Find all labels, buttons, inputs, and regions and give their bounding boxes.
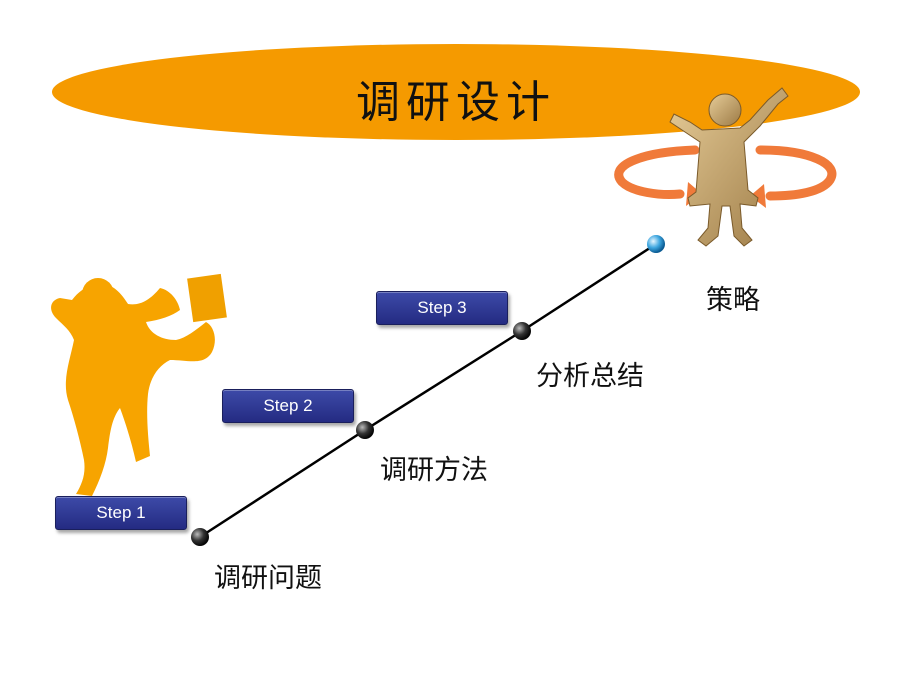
- page-title: 调研设计: [356, 77, 556, 128]
- step-1-button[interactable]: Step 1: [55, 496, 187, 530]
- node-1: [191, 528, 209, 546]
- title-banner: 调研设计: [52, 44, 860, 140]
- stage-label-research-question: 调研问题: [214, 563, 322, 594]
- node-2: [356, 421, 374, 439]
- stage-label-research-method: 调研方法: [380, 455, 488, 486]
- cheering-figure-icon: [669, 87, 789, 247]
- step-2-button[interactable]: Step 2: [222, 389, 354, 423]
- stage-label-analysis-summary: 分析总结: [536, 361, 644, 392]
- stage-label-strategy: 策略: [706, 285, 760, 316]
- node-3: [513, 322, 531, 340]
- end-node: [647, 235, 665, 253]
- kicking-figure-silhouette: [51, 273, 227, 496]
- progress-line: [199, 242, 657, 539]
- step-3-button[interactable]: Step 3: [376, 291, 508, 325]
